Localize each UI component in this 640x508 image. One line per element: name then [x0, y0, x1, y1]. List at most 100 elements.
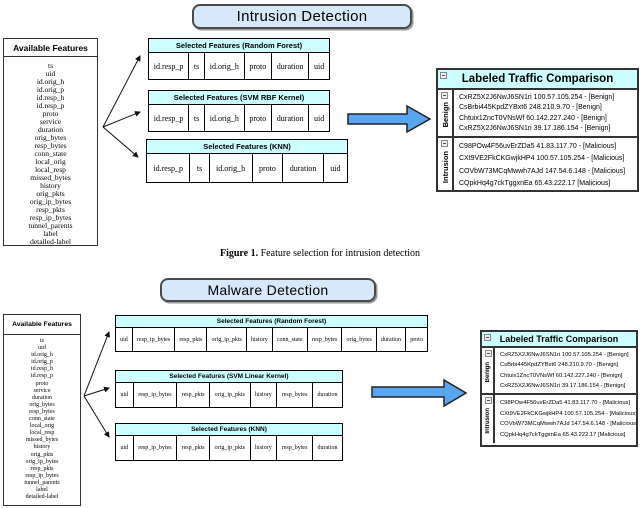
feature-cell: resp_bytes [277, 383, 313, 407]
feature-list-item: local_resp [35, 165, 66, 174]
feature-list-item: tunnel_parents [28, 221, 73, 230]
traffic-row: CQpkHq4g7ckTggxnEa 65.43.222.17 [Malicio… [500, 432, 626, 439]
collapse-icon [440, 72, 447, 79]
group-label: Intrusion [484, 408, 491, 434]
feature-cell: conn_state [273, 328, 308, 351]
group-sidebar: Benign [482, 348, 495, 393]
feature-list-item: local_orig [29, 423, 55, 430]
traffic-rows: C98POw4F56uvErZDa5 41.83.117.70 - [Malic… [495, 395, 636, 443]
traffic-row: COVbW73MCqMwwh7AJd 147.54.6.148 - [Malic… [500, 421, 636, 428]
feature-cell: id.resp_p [149, 105, 190, 131]
feature-list-item: missed_bytes [25, 437, 59, 444]
available-features-title: Available Features [4, 315, 80, 335]
feature-cell: id.orig_h [205, 53, 245, 79]
group-sidebar: Intrusion [438, 138, 454, 192]
feature-cell: proto [253, 154, 284, 182]
fan-arrows-malware [83, 331, 110, 438]
feature-list-item: service [39, 117, 62, 126]
feature-list-item: service [33, 387, 51, 394]
feature-cell: resp_pkts [177, 383, 211, 407]
feature-cell: history [251, 383, 278, 407]
feature-list-item: resp_pkts [36, 205, 65, 214]
group-label: Benign [484, 362, 491, 383]
feature-list-item: uid [45, 69, 56, 78]
traffic-row: CXt9VE2FkCKGwjkHP4 100.57.105.254 - [Mal… [459, 155, 625, 163]
feature-list-item: duration [38, 125, 63, 134]
feature-cell: uid [314, 61, 325, 71]
comparison-header: Labeled Traffic Comparison [482, 332, 636, 348]
selected-features-table-random-forest: Selected Features (Random Forest) id.res… [148, 38, 330, 80]
feature-list-item: conn_state [29, 416, 55, 423]
feature-cell: duration [377, 328, 407, 351]
traffic-row: C98POw4F56uvErZDa5 41.83.117.70 - [Malic… [459, 143, 617, 151]
feature-list-item: orig_ip_bytes [25, 458, 59, 465]
selected-features-table-svm-linear: Selected Features (SVM Linear Kernel) ui… [115, 370, 343, 408]
feature-list-item: id.resp_p [30, 373, 54, 380]
feature-list-item: orig_bytes [34, 133, 67, 142]
feature-cell: resp_pkts [175, 328, 208, 351]
group-label: Benign [440, 102, 450, 128]
feature-cell: resp_bytes [277, 436, 313, 460]
feature-cell: id.resp_p [147, 154, 191, 182]
comparison-title: Labeled Traffic Comparison [461, 73, 614, 85]
feature-cell: resp_pkts [177, 436, 211, 460]
feature-cell: orig_ip_pkts [210, 383, 251, 407]
collapse-icon [441, 140, 448, 147]
feature-list-item: id.orig_h [36, 77, 65, 86]
feature-list-item: proto [35, 380, 49, 387]
feature-cell: duration [272, 53, 310, 79]
feature-list-item: local_resp [29, 430, 55, 437]
feature-list-item: id.resp_h [36, 93, 65, 102]
feature-cell: proto [245, 53, 273, 79]
feature-list-item: resp_bytes [34, 141, 67, 150]
table-title: Selected Features (SVM RBF Kernel) [149, 91, 329, 105]
feature-cell: resp_ip_bytes [134, 436, 178, 460]
feature-cell: uid [330, 163, 341, 173]
feature-list-item: resp_ip_bytes [29, 213, 72, 222]
table-title: Selected Features (Random Forest) [149, 39, 329, 53]
feature-list-item: orig_pkts [36, 189, 65, 198]
feature-list-item: orig_pkts [30, 451, 54, 458]
feature-list-item: resp_pkts [30, 465, 54, 472]
feature-cell: resp_ip_bytes [134, 383, 178, 407]
traffic-row: CQpkHq4g7ckTggxnEa 65.43.222.17 [Malicio… [459, 179, 611, 187]
feature-list-item: proto [42, 109, 59, 118]
traffic-row: Chtuix1ZncT0VNsWf 60.142.227.240 - [Beni… [459, 114, 607, 122]
feature-cell: orig_bytes [342, 328, 377, 351]
traffic-row: CXt9VE2FkCKGwjkHP4 100.57.105.254 - [Mal… [500, 410, 636, 417]
traffic-row: CsBrbi445KpdZYBxt6 248.210.9.70 - [Benig… [459, 104, 602, 112]
feature-list-item: ts [39, 338, 44, 344]
feature-list-item: local_orig [35, 157, 66, 166]
feature-cell: uid [116, 328, 133, 351]
table-title: Selected Features (SVM Linear Kernel) [116, 371, 342, 383]
feature-list-item: id.orig_h [31, 352, 53, 359]
collapse-icon [485, 397, 492, 404]
feature-cell: history [251, 436, 278, 460]
group-sidebar: Intrusion [482, 395, 495, 443]
traffic-row: CxRZ5X2J6NwJ6SN1ri 100.57.105.254 - [Ben… [459, 93, 615, 101]
feature-list-item: id.resp_p [36, 101, 65, 110]
feature-cell: duration [272, 105, 310, 131]
feature-cell: uid [314, 113, 325, 123]
feature-list-item: history [33, 444, 51, 451]
feature-cell: uid [116, 436, 134, 460]
selected-features-table-svm-rbf: Selected Features (SVM RBF Kernel) id.re… [148, 90, 330, 132]
feature-cell: id.resp_p [149, 53, 190, 79]
feature-cell: orig_ip_pkts [207, 328, 247, 351]
group-sidebar: Benign [438, 90, 454, 136]
traffic-rows: CxRZ5X2J6NwJ6SN1ri 100.57.105.254 - [Ben… [454, 90, 637, 136]
feature-list-item: orig_ip_bytes [29, 197, 72, 206]
table-title: Selected Features (KNN) [147, 140, 347, 154]
traffic-rows: C98POw4F56uvErZDa5 41.83.117.70 - [Malic… [454, 138, 637, 192]
feature-list-item: orig_bytes [29, 401, 55, 408]
feature-list-item: missed_bytes [30, 173, 71, 182]
flow-arrow-malware [371, 378, 468, 408]
traffic-row: CsBrbi445KpdZYBxt6 248.210.9.70 - [Benig… [500, 362, 619, 369]
